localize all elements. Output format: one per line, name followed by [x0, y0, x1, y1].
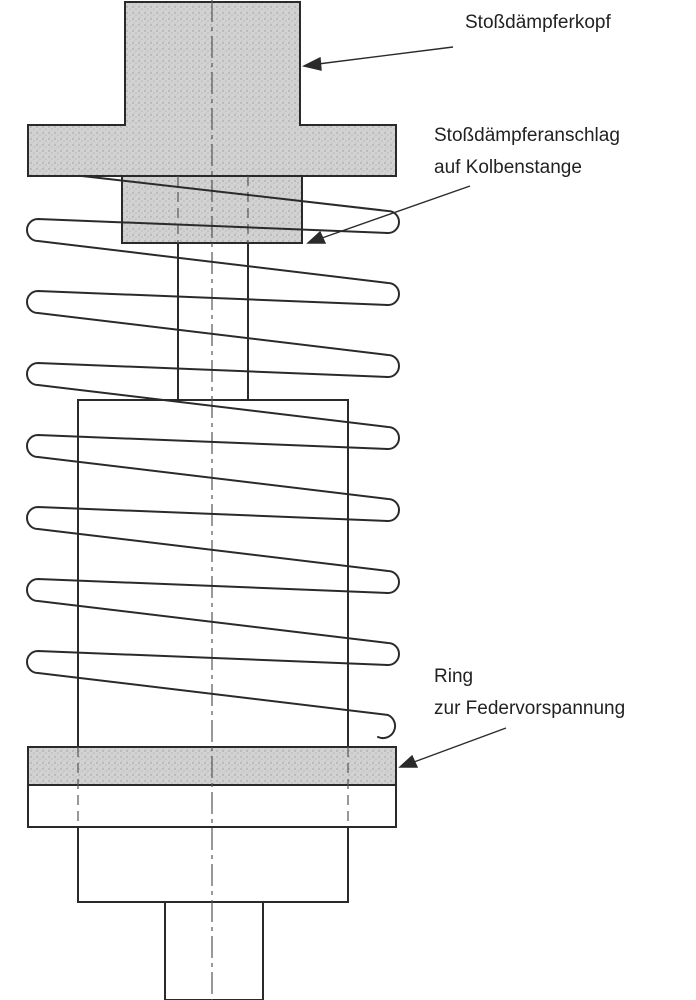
label-preload-ring-line2: zur Federvorspannung — [434, 698, 625, 719]
label-preload-ring-line1: Ring — [434, 666, 473, 687]
leader-arrow-head — [301, 46, 454, 71]
leader-arrow-ring — [398, 727, 507, 768]
lower-mount-stem — [164, 901, 264, 1000]
coil-spring — [26, 175, 400, 740]
piston-rod — [177, 242, 249, 401]
lower-housing — [77, 826, 349, 903]
spring-coil-path — [26, 175, 400, 740]
leader-arrow-stop — [306, 185, 471, 244]
label-shock-head: Stoßdämpferkopf — [465, 12, 611, 33]
label-bump-stop-line1: Stoßdämpferanschlag — [434, 125, 620, 146]
label-bump-stop-line2: auf Kolbenstange — [434, 157, 582, 178]
